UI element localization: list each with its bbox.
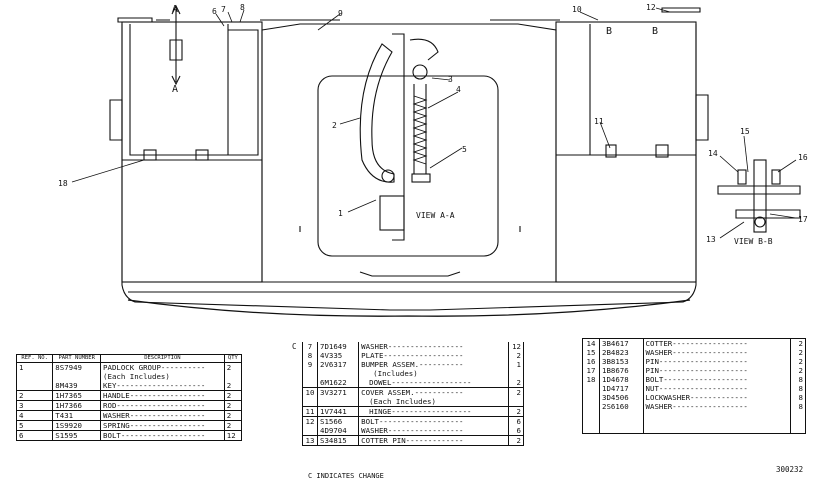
callout-2: 2 <box>332 121 337 130</box>
header-part: PART NUMBER <box>52 354 102 363</box>
drawing-number: 300232 <box>776 465 804 474</box>
callout-5: 5 <box>462 145 467 154</box>
callout-7: 7 <box>221 5 226 14</box>
bumper-outline <box>121 24 697 311</box>
callout-14: 14 <box>708 149 718 158</box>
header-desc: DESCRIPTION <box>100 354 225 363</box>
callout-15: 15 <box>740 127 750 136</box>
callout-16: 16 <box>798 153 808 162</box>
section-a-top: A <box>172 4 178 15</box>
callout-4: 4 <box>456 85 461 94</box>
callout-3: 3 <box>448 75 453 84</box>
section-b-bottom: B <box>652 26 658 37</box>
callout-12: 12 <box>646 3 656 12</box>
callout-6: 6 <box>212 7 217 16</box>
section-b-top: B <box>606 26 612 37</box>
callout-9: 9 <box>338 9 343 18</box>
table-row: (Each Includes) <box>16 372 242 381</box>
right-cover <box>555 21 697 283</box>
callout-18: 18 <box>58 179 68 188</box>
callout-8: 8 <box>240 3 245 12</box>
callout-17: 17 <box>798 215 808 224</box>
view-bb-label: VIEW B-B <box>734 237 773 246</box>
view-bb-assembly <box>717 159 801 233</box>
table-row-blank <box>582 411 806 434</box>
center-housing <box>261 23 557 283</box>
callout-10: 10 <box>572 5 582 14</box>
table-row: (Each Includes) <box>302 397 524 407</box>
latch-handle <box>359 43 395 183</box>
callout-13: 13 <box>706 235 716 244</box>
parts-diagram: 1 2 3 4 5 6 7 8 9 10 11 12 13 14 15 16 1… <box>58 3 808 317</box>
change-mark: C <box>292 342 297 351</box>
table-row: (Includes) <box>302 369 524 378</box>
left-cover <box>121 21 263 283</box>
callout-1: 1 <box>338 209 343 218</box>
callout-11: 11 <box>594 117 604 126</box>
header-ref: REF. NO. <box>16 354 54 363</box>
section-a-bottom: A <box>172 84 178 95</box>
footnote: C INDICATES CHANGE <box>308 472 384 480</box>
header-qty: QTY <box>224 354 242 363</box>
view-aa-label: VIEW A-A <box>416 211 455 220</box>
